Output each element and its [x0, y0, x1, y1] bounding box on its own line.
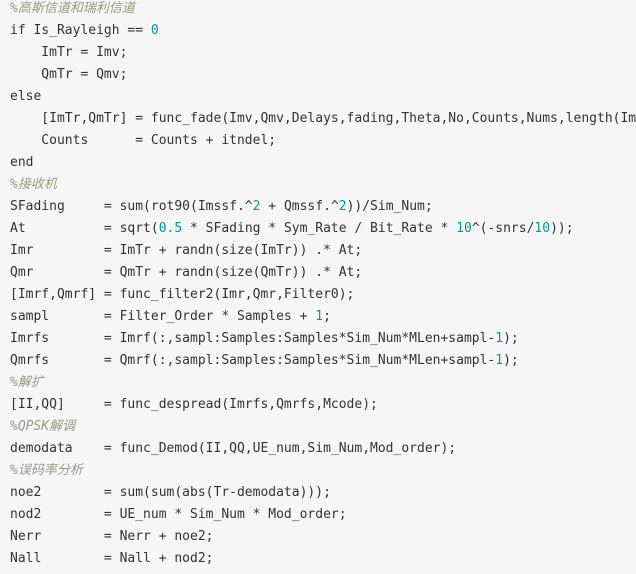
code-line: noe2 = sum(sum(abs(Tr-demodata)));: [10, 482, 636, 504]
code-line: Qmrfs = Qmrf(:,sampl:Samples:Samples*Sim…: [10, 350, 636, 372]
code-token-plain: At = sqrt(: [10, 221, 159, 236]
code-token-number: 1: [495, 331, 504, 346]
code-token-plain: Nall = Nall + nod2;: [10, 551, 214, 566]
code-token-plain: Counts = Counts + itndel;: [10, 133, 277, 148]
code-token-plain: );: [503, 331, 519, 346]
code-token-plain: [Imrf,Qmrf] = func_filter2(Imr,Qmr,Filte…: [10, 287, 355, 302]
code-token-plain: Is_Rayleigh ==: [25, 23, 151, 38]
code-line: Imr = ImTr + randn(size(ImTr)) .* At;: [10, 240, 636, 262]
code-token-number: 1: [315, 309, 324, 324]
code-token-number: 10: [534, 221, 551, 236]
code-line: Nerr = Nerr + noe2;: [10, 526, 636, 548]
code-token-number: 10: [456, 221, 472, 236]
code-line: else: [10, 86, 636, 108]
code-token-plain: [II,QQ] = func_despread(Imrfs,Qmrfs,Mcod…: [10, 397, 378, 412]
code-line: ImTr = Imv;: [10, 42, 636, 64]
code-token-plain: Nerr = Nerr + noe2;: [10, 529, 214, 544]
code-token-comment: %QPSK解调: [10, 419, 76, 434]
code-token-keyword: else: [10, 89, 42, 104]
code-token-plain: * SFading * Sym_Rate / Bit_Rate *: [182, 221, 457, 236]
code-token-comment: %解扩: [10, 375, 44, 390]
code-token-plain: noe2 = sum(sum(abs(Tr-demodata)));: [10, 485, 331, 500]
code-token-plain: );: [503, 353, 519, 368]
code-line: QmTr = Qmv;: [10, 64, 636, 86]
code-token-plain: QmTr = Qmv;: [10, 67, 128, 82]
code-token-plain: sampl = Filter_Order * Samples +: [10, 309, 316, 324]
code-line: [Imrf,Qmrf] = func_filter2(Imr,Qmr,Filte…: [10, 284, 636, 306]
code-token-keyword: if: [10, 23, 26, 38]
code-token-plain: [ImTr,QmTr] = func_fade(Imv,Qmv,Delays,f…: [10, 111, 636, 126]
code-line: %QPSK解调: [10, 416, 636, 438]
code-lines: %高斯信道和瑞利信道 if Is_Rayleigh == 0 ImTr = Imv…: [10, 0, 636, 570]
code-token-plain: demodata = func_Demod(II,QQ,UE_num,Sim_N…: [10, 441, 457, 456]
code-line: sampl = Filter_Order * Samples + 1;: [10, 306, 636, 328]
code-token-comment: %接收机: [10, 177, 57, 192]
code-token-plain: Imr = ImTr + randn(size(ImTr)) .* At;: [10, 243, 363, 258]
code-token-number: 0.5: [158, 221, 183, 236]
code-line: Imrfs = Imrf(:,sampl:Samples:Samples*Sim…: [10, 328, 636, 350]
code-token-plain: Imrfs = Imrf(:,sampl:Samples:Samples*Sim…: [10, 331, 496, 346]
code-line: %接收机: [10, 174, 636, 196]
code-token-plain: Qmrfs = Qmrf(:,sampl:Samples:Samples*Sim…: [10, 353, 496, 368]
code-line: %高斯信道和瑞利信道: [10, 0, 636, 20]
code-line: [II,QQ] = func_despread(Imrfs,Qmrfs,Mcod…: [10, 394, 636, 416]
code-line: %误码率分析: [10, 460, 636, 482]
code-token-plain: ;: [323, 309, 331, 324]
code-token-plain: nod2 = UE_num * Sim_Num * Mod_order;: [10, 507, 347, 522]
code-line: demodata = func_Demod(II,QQ,UE_num,Sim_N…: [10, 438, 636, 460]
code-token-plain: ImTr = Imv;: [10, 45, 128, 60]
code-token-plain: ^(-snrs/: [471, 221, 535, 236]
code-token-comment: %高斯信道和瑞利信道: [10, 1, 135, 16]
code-token-plain: ))/Sim_Num;: [346, 199, 433, 214]
code-line: SFading = sum(rot90(Imssf.^2 + Qmssf.^2)…: [10, 196, 636, 218]
code-token-comment: %误码率分析: [10, 463, 83, 478]
code-token-keyword: end: [10, 155, 34, 170]
code-line: Counts = Counts + itndel;: [10, 130, 636, 152]
code-line: %解扩: [10, 372, 636, 394]
code-token-number: 2: [252, 199, 261, 214]
code-line: At = sqrt(0.5 * SFading * Sym_Rate / Bit…: [10, 218, 636, 240]
code-token-number: 1: [495, 353, 504, 368]
code-token-number: 0: [150, 23, 159, 38]
code-line: Qmr = QmTr + randn(size(QmTr)) .* At;: [10, 262, 636, 284]
code-token-plain: SFading = sum(rot90(Imssf.^: [10, 199, 253, 214]
code-token-number: 2: [338, 199, 347, 214]
code-token-plain: + Qmssf.^: [260, 199, 339, 214]
code-line: end: [10, 152, 636, 174]
code-line: Nall = Nall + nod2;: [10, 548, 636, 570]
code-line: nod2 = UE_num * Sim_Num * Mod_order;: [10, 504, 636, 526]
code-line: [ImTr,QmTr] = func_fade(Imv,Qmv,Delays,f…: [10, 108, 636, 130]
code-token-plain: ));: [550, 221, 574, 236]
code-token-plain: Qmr = QmTr + randn(size(QmTr)) .* At;: [10, 265, 363, 280]
code-line: if Is_Rayleigh == 0: [10, 20, 636, 42]
